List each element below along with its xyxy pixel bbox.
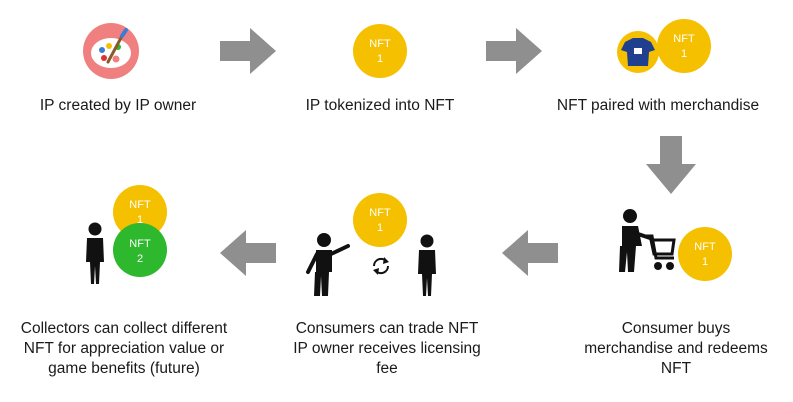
nft-token-icon: NFT 1: [112, 184, 168, 240]
svg-text:NFT: NFT: [369, 207, 391, 219]
person-gesturing-icon: [304, 232, 354, 298]
caption-line: NFT for appreciation value or: [23, 340, 225, 357]
svg-text:1: 1: [137, 214, 143, 226]
step-2-caption: IP tokenized into NFT: [305, 97, 455, 114]
nft-token-icon: NFT 1: [677, 226, 733, 282]
nft-token-icon: NFT 1: [352, 192, 408, 248]
tshirt-icon: [615, 30, 661, 74]
svg-text:1: 1: [377, 53, 383, 65]
step-5-caption: Consumers can trade NFT IP owner receive…: [272, 319, 502, 379]
svg-text:NFT: NFT: [694, 241, 716, 253]
step-3-caption: NFT paired with merchandise: [556, 97, 760, 114]
svg-text:NFT: NFT: [369, 38, 391, 50]
caption-line: merchandise and redeems: [584, 340, 768, 357]
step-6-caption: Collectors can collect different NFT for…: [8, 319, 240, 379]
arrow-down-icon: [646, 136, 696, 194]
caption-line: IP owner receives licensing: [293, 340, 481, 357]
caption-line: Consumer buys: [621, 320, 731, 337]
nft-token-icon: NFT 1: [352, 23, 408, 79]
caption-line: Consumers can trade NFT: [295, 320, 479, 337]
svg-text:NFT: NFT: [129, 199, 151, 211]
nft-token-icon: NFT 1: [656, 18, 712, 74]
caption-line: game benefits (future): [48, 360, 200, 377]
arrow-left-icon: [220, 230, 276, 276]
svg-text:1: 1: [377, 222, 383, 234]
svg-text:1: 1: [702, 256, 708, 268]
palette-icon: [82, 22, 140, 80]
svg-text:NFT: NFT: [129, 238, 151, 250]
arrow-right-icon: [486, 28, 542, 74]
shopping-cart-person-icon: [616, 208, 676, 276]
step-4-caption: Consumer buys merchandise and redeems NF…: [571, 319, 781, 379]
arrow-right-icon: [220, 28, 276, 74]
step-1-caption: IP created by IP owner: [39, 97, 197, 114]
nft-green-token-icon: NFT 2: [112, 222, 168, 278]
svg-text:NFT: NFT: [673, 33, 695, 45]
caption-line: NFT: [660, 360, 692, 377]
arrow-left-icon: [502, 230, 558, 276]
caption-line: fee: [376, 360, 398, 377]
person-standing-icon: [82, 222, 108, 286]
exchange-icon: [370, 255, 392, 277]
caption-line: Collectors can collect different: [20, 320, 228, 337]
person-standing-icon: [414, 234, 440, 298]
svg-text:2: 2: [137, 253, 143, 265]
svg-text:1: 1: [681, 48, 687, 60]
